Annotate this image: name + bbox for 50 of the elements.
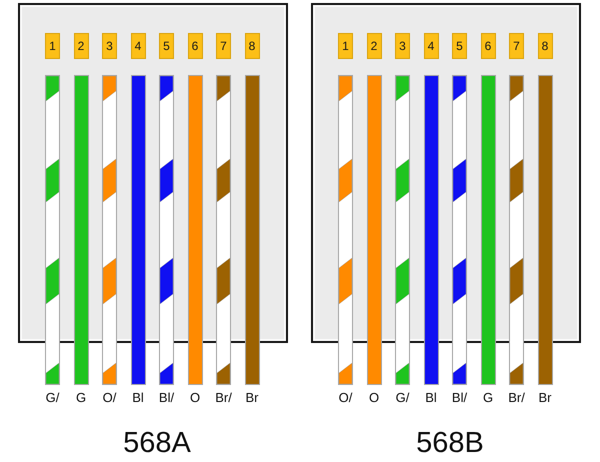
wire-color-code: Bl [132,391,144,404]
pin-contact: 5 [452,33,467,59]
wire-color-code: Br/ [508,391,525,404]
pin-contact: 7 [509,33,524,59]
striped-wire [216,75,231,385]
solid-wire [188,75,202,385]
wire-color-code: G [482,391,494,404]
solid-wire [130,75,146,385]
standard-label: 568B [416,429,484,458]
solid-wire [424,75,438,385]
pin-contact: 6 [480,33,496,59]
solid-wire [538,75,552,385]
wire-color-code: O/ [102,391,116,404]
standard-label: 568A [123,429,191,458]
pin-contact: 3 [395,33,410,59]
wire-color-code: Br/ [215,391,232,404]
striped-wire [102,75,117,385]
solid-wire [480,75,496,385]
wire-color-code: Br [538,391,552,404]
wire-color-code: G [76,391,86,404]
pin-contact: 5 [159,33,174,59]
pin-contact: 1 [338,33,353,59]
wire-color-code: Br [246,391,258,404]
wire-color-code: O [190,391,200,404]
pin-contact: 3 [102,33,117,59]
pin-contact: 2 [366,33,382,59]
solid-wire [366,75,382,385]
striped-wire [509,75,524,385]
striped-wire [395,75,410,385]
pin-contact: 1 [45,33,60,59]
pin-contact: 7 [216,33,231,59]
wire-color-code: O [368,391,380,404]
striped-wire [159,75,174,385]
pin-contact: 4 [130,33,146,59]
pin-contact: 8 [244,33,260,59]
pin-contact: 6 [188,33,202,59]
pin-contact: 2 [74,33,88,59]
striped-wire [45,75,60,385]
pin-contact: 4 [424,33,438,59]
striped-wire [338,75,353,385]
wire-color-code: Bl/ [452,391,468,404]
wire-color-code: Bl [425,391,437,404]
pin-contact: 8 [538,33,552,59]
striped-wire [452,75,467,385]
wire-color-code: G/ [46,391,60,404]
wire-color-code: Bl/ [158,391,174,404]
wire-color-code: O/ [338,391,352,404]
solid-wire [74,75,88,385]
solid-wire [244,75,260,385]
wire-color-code: G/ [396,391,410,404]
